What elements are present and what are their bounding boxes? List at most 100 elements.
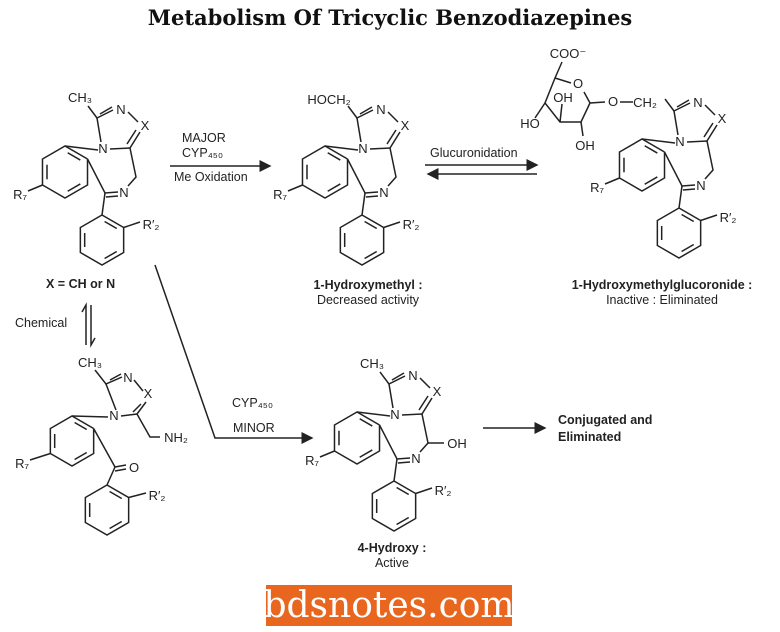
cyp-major-label: CYP₄₅₀ — [182, 146, 223, 160]
phenyl-ring — [339, 214, 385, 266]
double-bond — [681, 243, 695, 253]
bond — [393, 458, 398, 482]
opened-x-atom: X — [144, 386, 153, 401]
double-bond — [126, 129, 137, 145]
minor-pathway-arrow — [154, 264, 314, 444]
carbonyl-oxygen: O — [129, 460, 139, 475]
glucuronidation-label: Glucuronidation — [430, 146, 518, 160]
double-bond — [109, 520, 123, 530]
bond — [287, 184, 303, 192]
bond — [704, 104, 716, 116]
double-bond — [109, 373, 122, 381]
double-bond — [74, 421, 88, 431]
bond — [663, 151, 696, 187]
bond — [356, 109, 374, 143]
bond — [87, 105, 98, 119]
bond — [554, 77, 572, 84]
opened-r7-group: R₇ — [15, 456, 29, 471]
bond — [554, 61, 563, 79]
bond — [664, 98, 675, 112]
bond — [389, 131, 401, 149]
double-bond — [396, 486, 410, 496]
methyl-group: CH₃ — [360, 356, 384, 371]
bond — [133, 379, 144, 392]
chemical-label: Chemical — [15, 316, 67, 330]
bond — [120, 401, 147, 417]
watermark-text: bdsnotes.com — [263, 585, 514, 626]
bond — [106, 466, 116, 486]
double-bond — [359, 106, 373, 115]
oh-group: OH — [575, 138, 595, 153]
methyl-group: CH₃ — [68, 90, 92, 105]
bond — [127, 111, 139, 123]
double-bond — [359, 418, 373, 427]
carboxylate-group: COO⁻ — [550, 46, 586, 61]
n1-atom: N — [390, 407, 399, 422]
r2-group: R′₂ — [720, 210, 737, 225]
bond — [706, 124, 718, 142]
bond — [604, 177, 620, 185]
double-bond — [109, 490, 123, 500]
amine-group: NH₂ — [164, 430, 188, 445]
opened-imidazole-n: N — [123, 370, 132, 385]
bond — [534, 102, 546, 119]
bond — [96, 109, 114, 143]
double-bond — [644, 145, 658, 154]
r7-group: R₇ — [273, 187, 287, 202]
bond — [356, 411, 391, 417]
double-bond — [391, 372, 405, 381]
bond — [387, 111, 399, 123]
double-bond — [386, 129, 397, 145]
double-bond — [397, 461, 411, 464]
r7-group: R₇ — [305, 453, 319, 468]
x-atom: X — [433, 384, 442, 399]
bond — [114, 464, 127, 468]
bond — [673, 102, 691, 136]
r7-group: R₇ — [13, 187, 27, 202]
imidazole-n-atom: N — [693, 95, 702, 110]
double-bond — [676, 99, 690, 108]
aryl-ring — [49, 415, 95, 467]
bond — [700, 214, 718, 222]
bond — [378, 424, 411, 460]
phenyl-ring — [79, 214, 125, 266]
oh-group: OH — [553, 90, 573, 105]
bond — [361, 192, 366, 216]
benzo-ring — [301, 145, 349, 199]
n1-atom: N — [98, 141, 107, 156]
bond — [92, 428, 116, 468]
glucuronide-caption: 1-Hydroxymethylglucoronide : — [572, 278, 753, 292]
r2-group: R′₂ — [143, 217, 160, 232]
double-bond — [703, 122, 714, 138]
bond — [324, 145, 359, 151]
n4-atom: N — [119, 185, 128, 200]
x-atom: X — [401, 118, 410, 133]
bond — [686, 140, 714, 180]
hydroxy4-activity: Active — [375, 556, 409, 570]
bond — [71, 415, 109, 418]
cyp-minor-label: CYP₄₅₀ — [232, 396, 273, 410]
n4-atom: N — [379, 185, 388, 200]
double-bond — [644, 176, 658, 185]
bond — [415, 487, 433, 495]
bond — [86, 158, 119, 194]
double-bond — [682, 188, 696, 191]
double-bond — [359, 449, 373, 458]
bond — [383, 221, 401, 229]
bond — [379, 371, 390, 385]
double-bond — [364, 220, 378, 230]
bond — [64, 145, 99, 151]
double-bond — [114, 468, 127, 472]
hydroxy4-caption: 4-Hydroxy : — [358, 541, 427, 555]
bond — [94, 369, 107, 385]
hydroxy-group: OH — [447, 436, 467, 451]
bond — [369, 147, 397, 187]
double-bond — [327, 183, 341, 192]
watermark-logo — [266, 585, 512, 626]
double-bond — [74, 451, 88, 461]
bond — [401, 413, 429, 453]
n4-atom: N — [411, 451, 420, 466]
double-bond — [99, 106, 113, 115]
chemical-down-arrow — [90, 305, 96, 348]
